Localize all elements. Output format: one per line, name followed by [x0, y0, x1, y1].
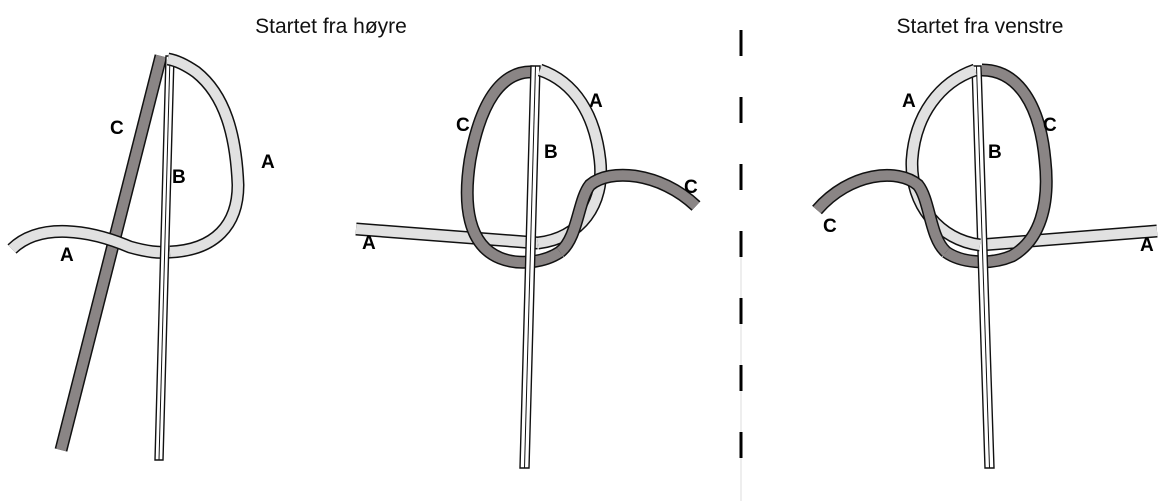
label-b-fig3: B	[988, 142, 1002, 163]
strand-c-3-front	[817, 175, 946, 252]
strand-a-2-tail	[356, 229, 538, 243]
label-c-fig3-tail: C	[823, 216, 837, 237]
label-c-fig3: C	[1043, 115, 1057, 136]
heading-left-start: Startet fra venstre	[897, 15, 1064, 38]
label-a-fig3-tail: A	[1140, 235, 1154, 256]
figure-1: C B A A	[12, 56, 275, 460]
heading-right-start: Startet fra høyre	[255, 15, 407, 38]
label-a-fig1-loop: A	[261, 152, 275, 173]
label-c-fig2-tail: C	[684, 177, 698, 198]
figure-3: A B C C A	[817, 66, 1157, 468]
strand-c-2-front	[560, 175, 696, 252]
strand-a-3-tail	[980, 231, 1157, 245]
label-a-fig2-loop: A	[589, 91, 603, 112]
label-a-fig3-loop: A	[902, 91, 916, 112]
strand-a-1-loop	[168, 59, 238, 252]
strand-c-2-back	[467, 72, 560, 262]
label-a-fig1-tail: A	[60, 245, 74, 266]
label-c-fig2: C	[456, 115, 470, 136]
label-b-fig1: B	[172, 167, 186, 188]
strand-c-3-back	[946, 70, 1046, 262]
label-a-fig2-tail: A	[362, 233, 376, 254]
label-b-fig2: B	[544, 142, 558, 163]
figure-2: C B A C A	[356, 66, 698, 468]
strand-a-1-tail	[12, 231, 170, 252]
strand-a-3-loop	[912, 70, 980, 245]
label-c-fig1: C	[110, 118, 124, 139]
